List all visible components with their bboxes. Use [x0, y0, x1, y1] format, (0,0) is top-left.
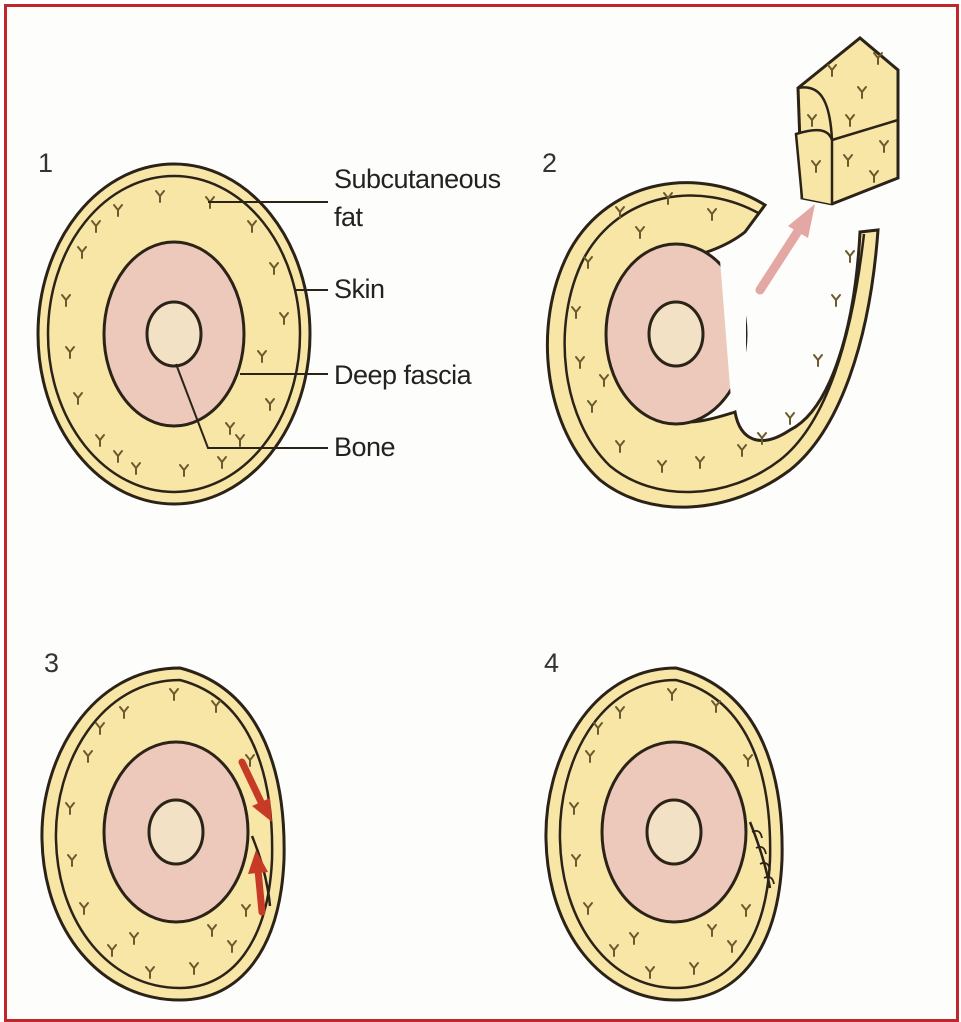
- label-deep-fascia: Deep fascia: [334, 360, 473, 390]
- bone: [649, 302, 703, 366]
- excised-tissue-block: [796, 38, 898, 204]
- bone: [149, 800, 203, 864]
- panel-4: 4: [544, 648, 782, 1000]
- panel-number-4: 4: [544, 648, 559, 678]
- panel-1: 1 Subcutaneous fat Skin Deep fascia Bone: [38, 148, 501, 504]
- bone: [647, 800, 701, 864]
- panel-2: 2: [542, 38, 898, 507]
- panel-3: 3: [42, 648, 284, 1000]
- panel-number-1: 1: [38, 148, 53, 178]
- removal-arrow: [760, 228, 800, 290]
- label-bone: Bone: [334, 432, 395, 462]
- label-skin: Skin: [334, 274, 385, 304]
- panel-number-2: 2: [542, 148, 557, 178]
- bone: [147, 302, 201, 366]
- label-subcutaneous-fat-line2: fat: [334, 202, 364, 232]
- closure-arrow-up: [258, 870, 262, 912]
- panel-number-3: 3: [44, 648, 59, 678]
- label-subcutaneous-fat-line1: Subcutaneous: [334, 164, 501, 194]
